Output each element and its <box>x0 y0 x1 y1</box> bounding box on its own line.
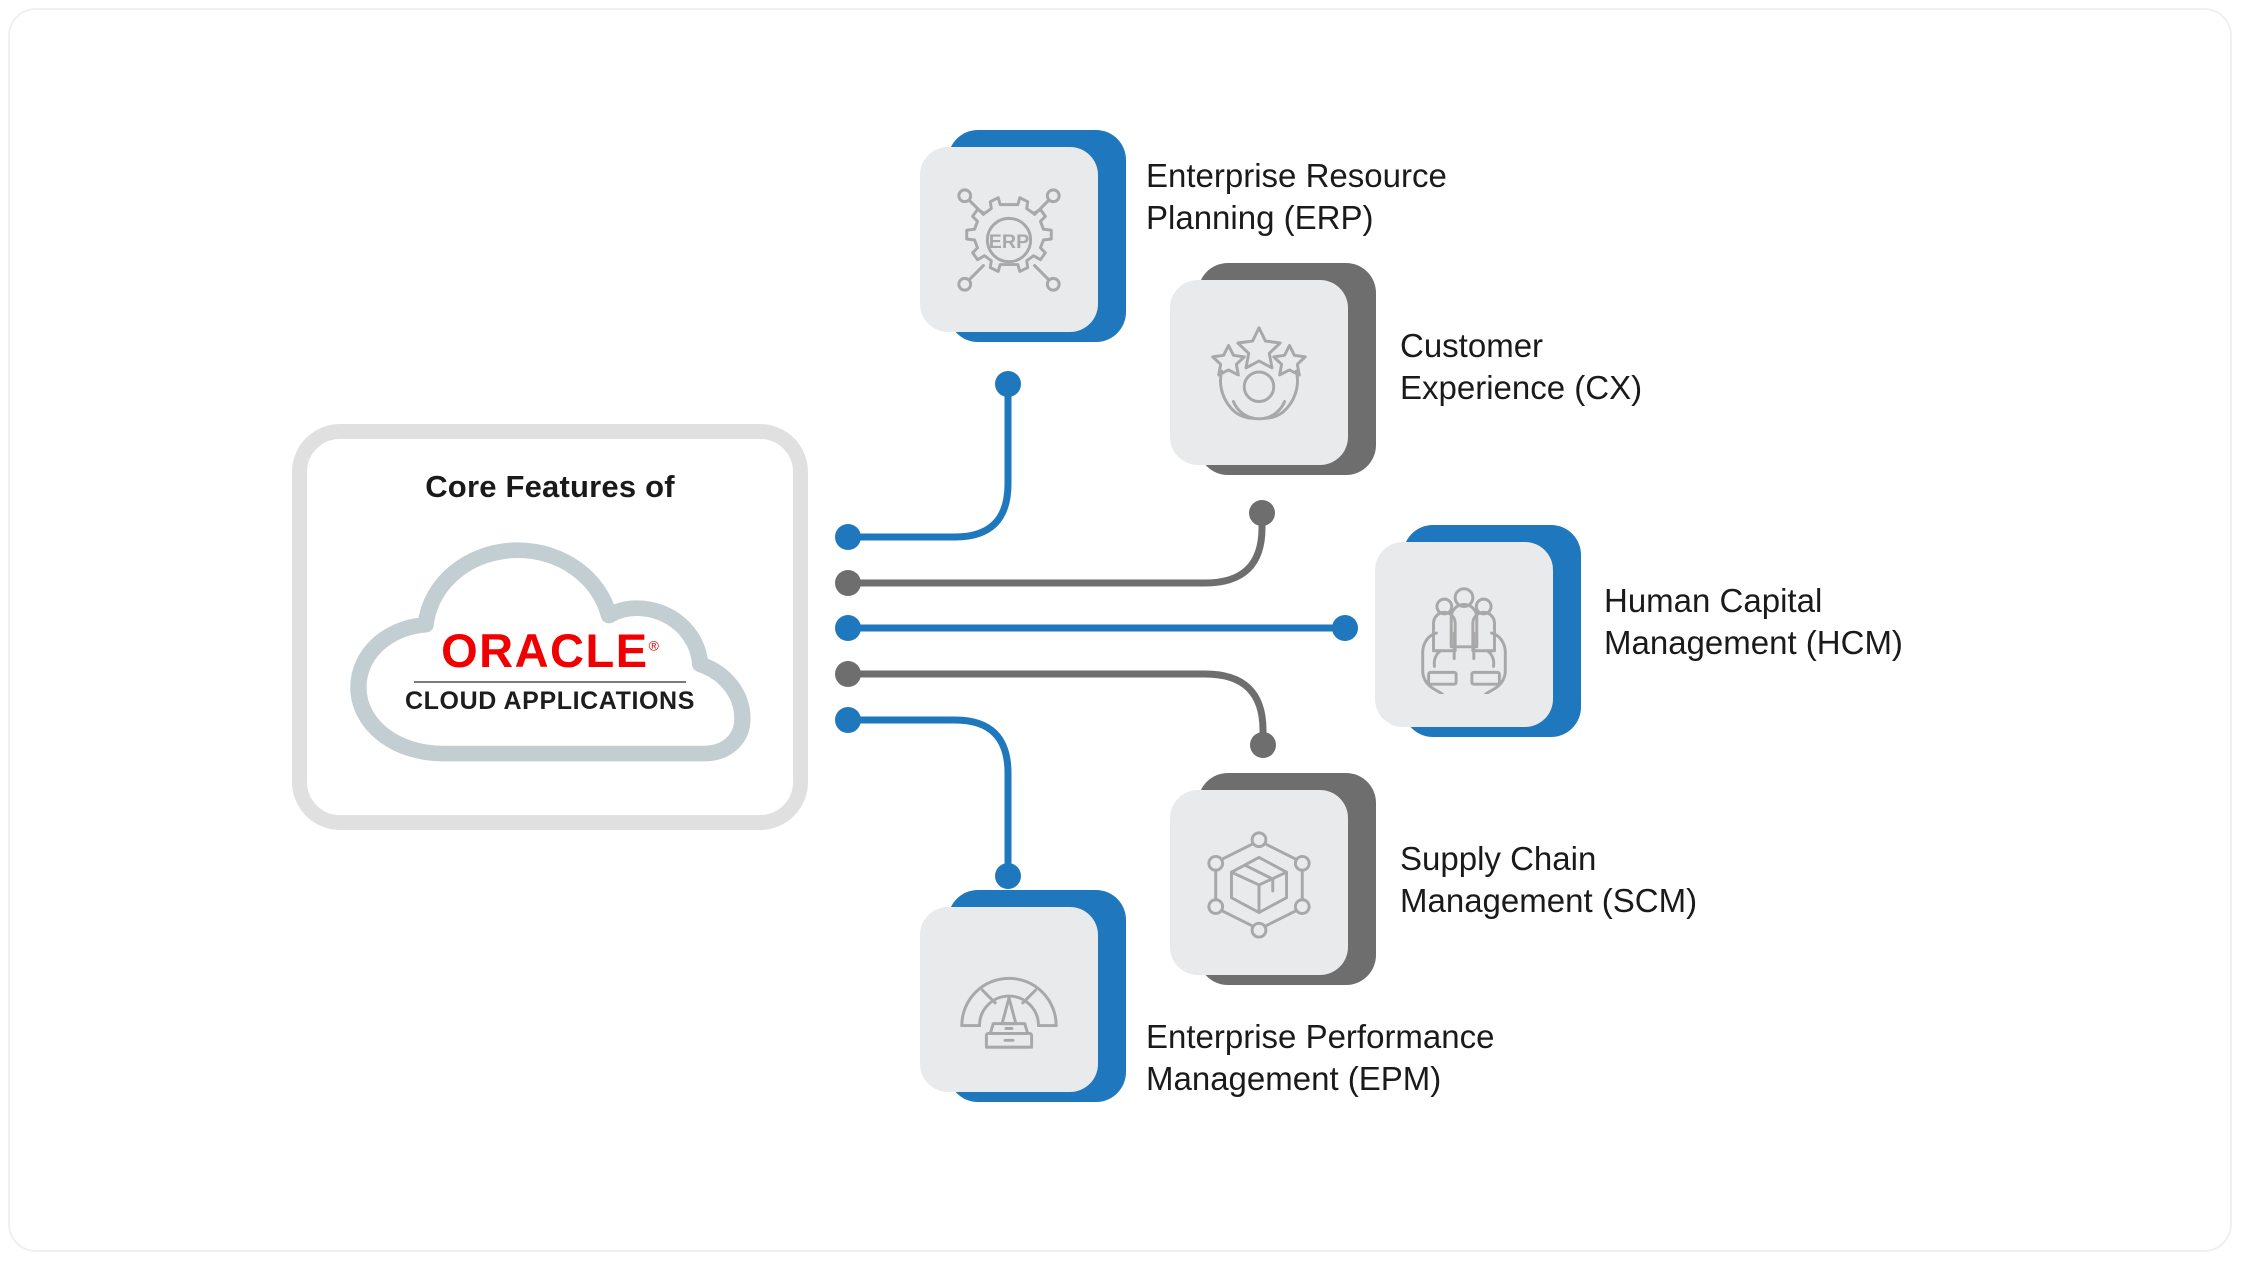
connector-hcm-end-dot <box>1332 615 1358 641</box>
feature-label-cx: Customer Experience (CX) <box>1400 327 1643 406</box>
connector-erp-origin-dot <box>835 524 861 550</box>
connector-scm-end-dot <box>1250 732 1276 758</box>
connector-cx-origin-dot <box>835 570 861 596</box>
box-hexagon-network-icon <box>1207 830 1311 939</box>
connector-epm-origin-dot <box>835 707 861 733</box>
feature-label-scm: Supply Chain Management (SCM) <box>1400 840 1698 919</box>
feature-tile-scm[interactable] <box>1170 773 1380 988</box>
svg-text:ERP: ERP <box>989 230 1029 252</box>
oracle-cloud-logo: ORACLE® CLOUD APPLICATIONS <box>330 507 770 797</box>
tile-face-cx <box>1170 280 1348 465</box>
feature-label-epm: Enterprise Performance Management (EPM) <box>1146 1018 1495 1097</box>
oracle-divider-rule <box>414 681 686 683</box>
cloud-outline-icon <box>350 542 751 762</box>
feature-tile-cx[interactable] <box>1170 263 1380 478</box>
hub-card: Core Features of ORACLE® CLOUD APPLICATI… <box>292 424 808 830</box>
connector-scm-origin-dot <box>835 661 861 687</box>
hub-heading: Core Features of <box>425 469 675 504</box>
people-in-hands-icon <box>1421 586 1507 694</box>
connector-erp-end-dot <box>995 371 1021 397</box>
connector-epm-end-dot <box>995 863 1021 889</box>
tile-face-epm <box>920 907 1098 1092</box>
feature-label-hcm: Human Capital Management (HCM) <box>1604 582 1903 661</box>
connector-scm <box>844 670 1267 741</box>
gauge-performance-icon <box>960 976 1058 1049</box>
connector-epm <box>844 716 1012 872</box>
tile-face-scm <box>1170 790 1348 975</box>
oracle-subtitle: CLOUD APPLICATIONS <box>405 687 695 715</box>
oracle-wordmark-text: ORACLE <box>441 624 649 677</box>
tile-face-erp: ERP <box>920 147 1098 332</box>
feature-label-erp: Enterprise Resource Planning (ERP) <box>1146 157 1447 236</box>
connector-erp <box>844 388 1012 541</box>
oracle-wordmark: ORACLE® <box>441 627 659 674</box>
connector-cx <box>844 517 1266 587</box>
person-three-stars-icon <box>1211 325 1307 420</box>
oracle-wordmark-lockup: ORACLE® CLOUD APPLICATIONS <box>330 627 770 714</box>
connector-hcm-origin-dot <box>835 615 861 641</box>
registered-trademark-icon: ® <box>648 637 659 654</box>
tile-face-hcm <box>1375 542 1553 727</box>
connector-cx-end-dot <box>1249 500 1275 526</box>
feature-tile-hcm[interactable] <box>1375 525 1585 740</box>
feature-tile-epm[interactable] <box>920 890 1130 1105</box>
feature-tile-erp[interactable]: ERP <box>920 130 1130 345</box>
gear-network-erp-icon: ERP <box>957 187 1061 292</box>
